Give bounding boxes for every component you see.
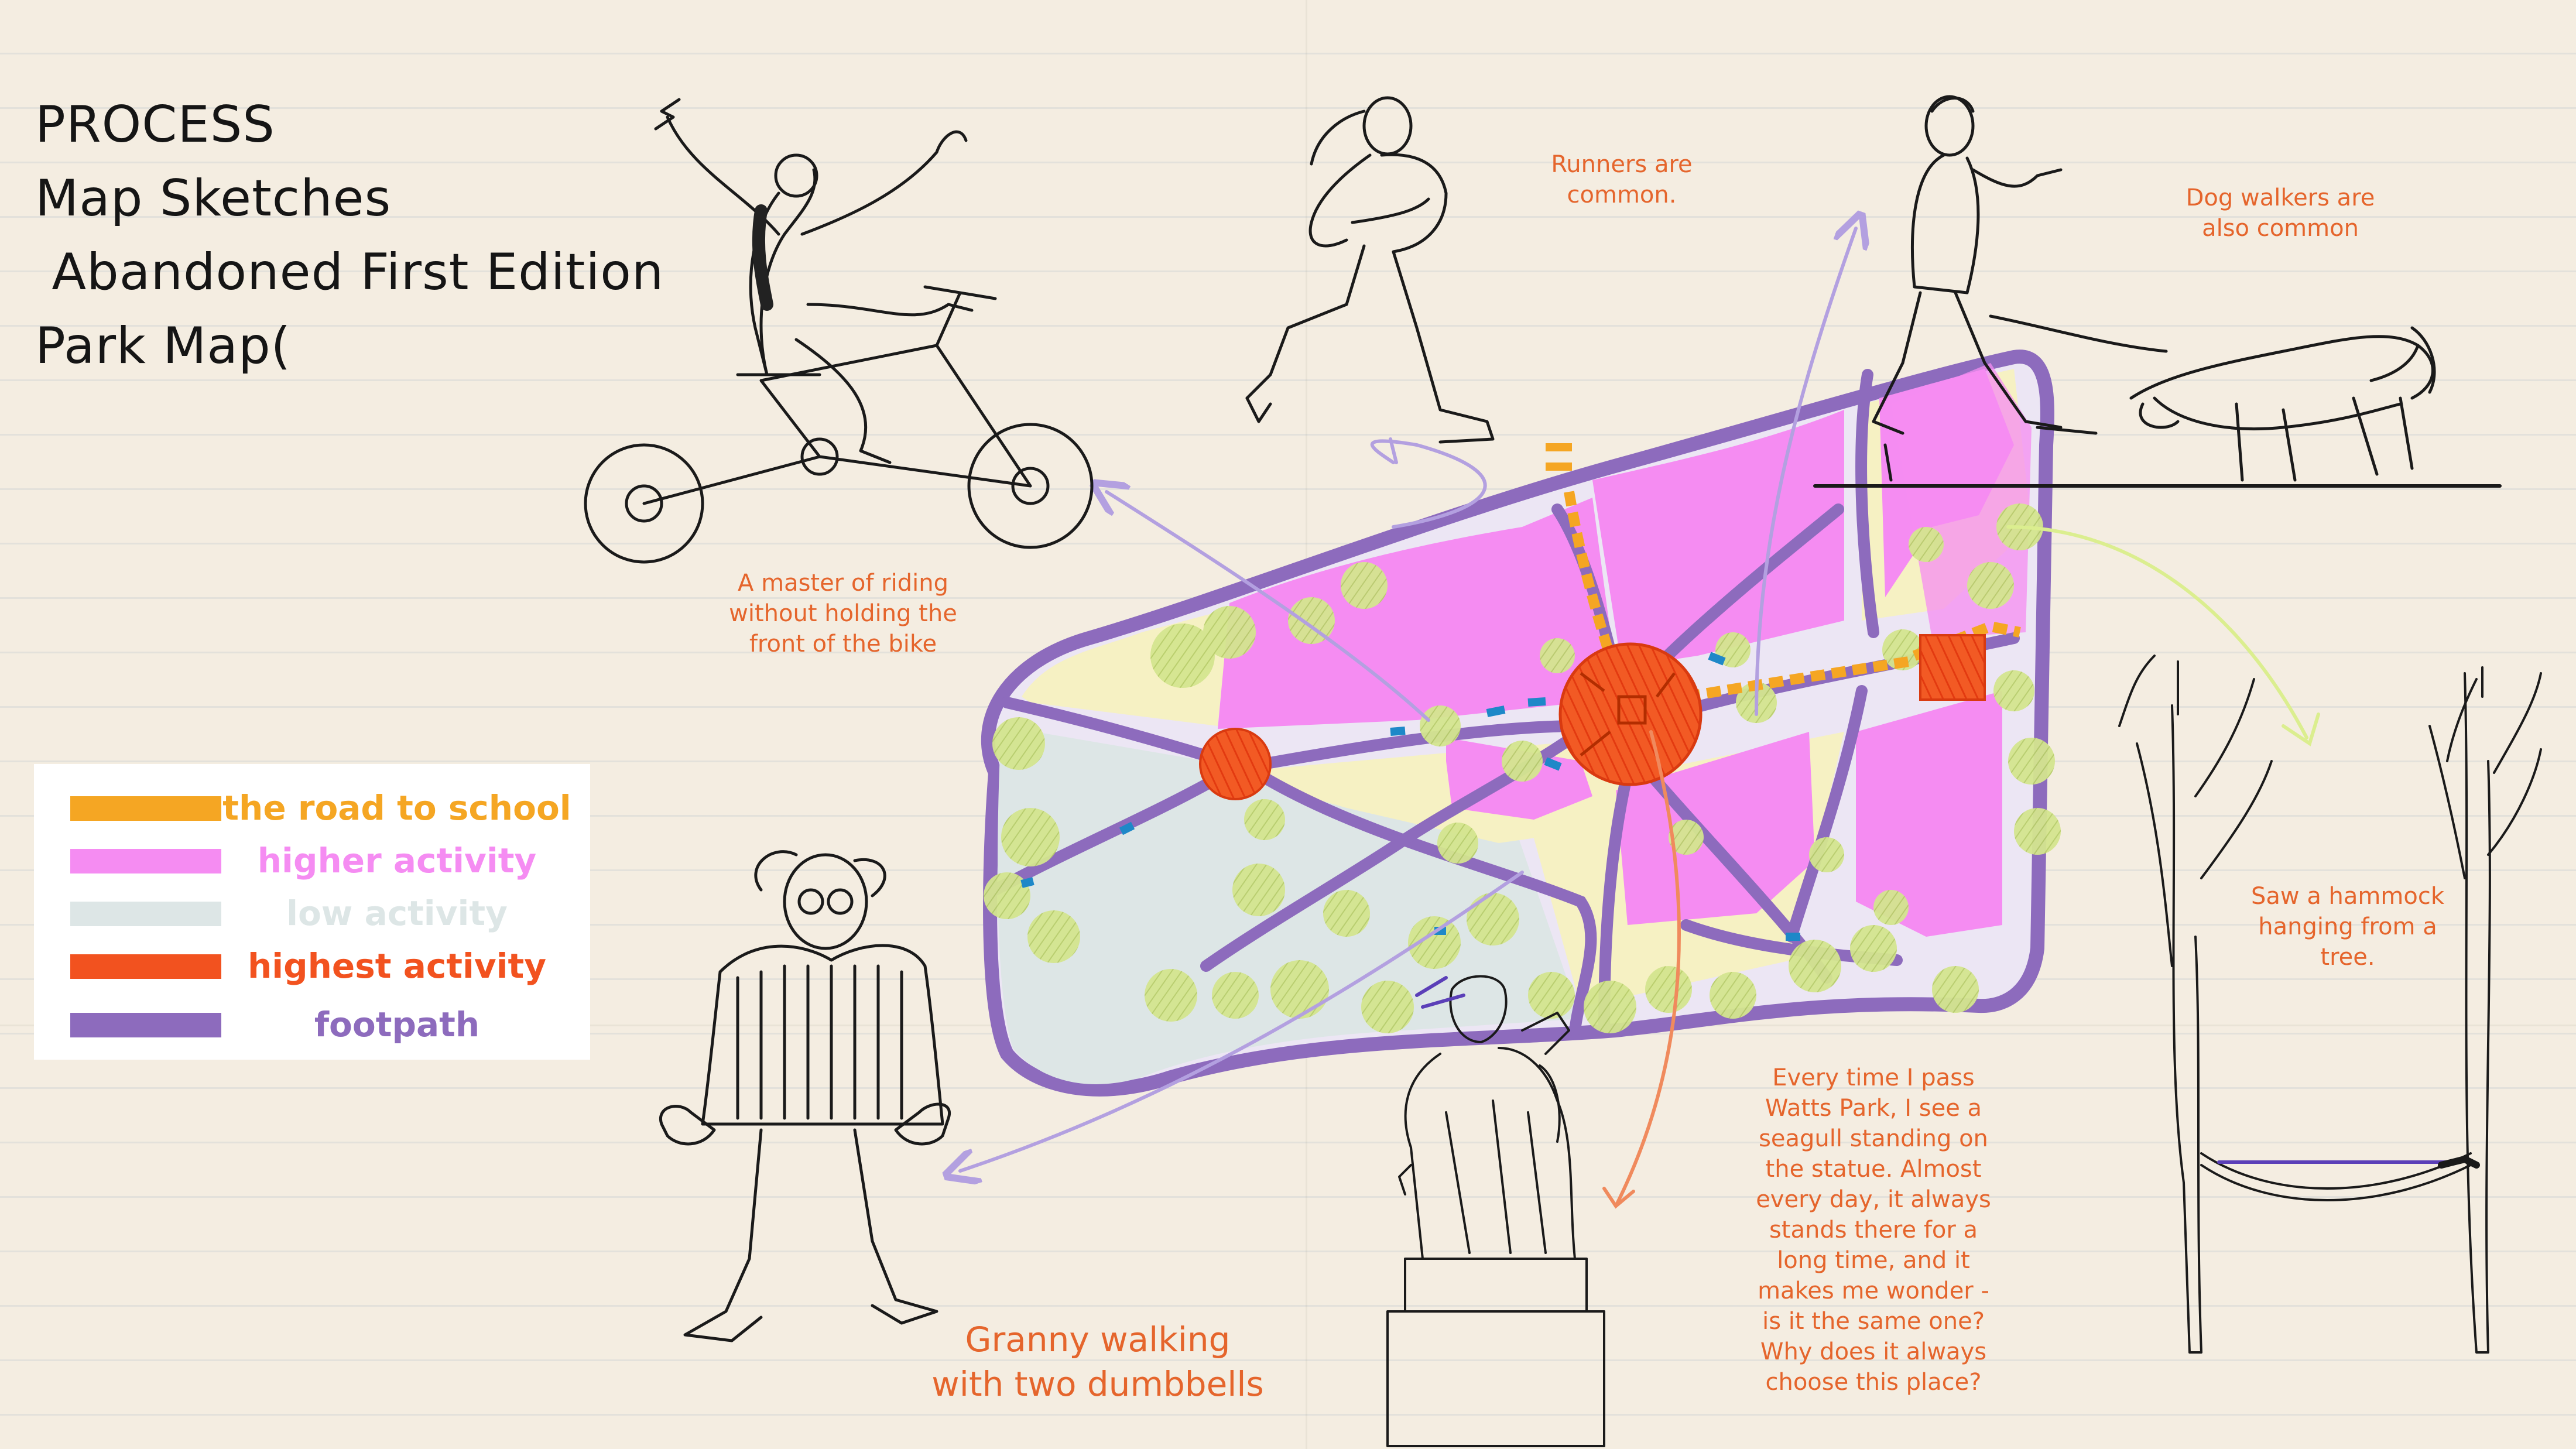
statue-sketch (1386, 975, 1605, 1447)
legend-label-road-to-school: the road to school (222, 788, 571, 828)
legend-row-road-to-school: the road to school (34, 782, 590, 834)
legend-row-higher-activity: higher activity (34, 834, 590, 887)
legend-label-footpath: footpath (314, 1005, 480, 1044)
road-to-school-start (1546, 443, 1572, 471)
page-title: PROCESS Map Sketches Abandoned First Edi… (35, 88, 664, 383)
map-legend: the road to school higher activity low a… (34, 764, 590, 1060)
runner-sketch (1245, 96, 1495, 444)
annotation-granny: Granny walking with two dumbbells (931, 1320, 1264, 1404)
higher-activity-zone-e (1616, 732, 1815, 925)
annotation-hammock: Saw a hammock hanging from a tree. (2251, 883, 2444, 971)
annotation-seagull: Every time I pass Watts Park, I see a se… (1756, 1064, 1991, 1396)
higher-activity-zone-a (1218, 498, 1616, 729)
hotspot-west (1199, 728, 1272, 800)
legend-swatch-low-activity (70, 902, 221, 926)
legend-label-low-activity: low activity (286, 893, 508, 933)
legend-label-higher-activity: higher activity (257, 841, 537, 881)
title-line-1: PROCESS (35, 95, 275, 154)
title-line-4: Park Map( (35, 317, 292, 375)
higher-activity-zone-f (1856, 691, 2002, 937)
annotation-bike: A master of riding without holding the f… (729, 570, 957, 657)
hotspot-east (1919, 634, 1986, 701)
legend-row-highest-activity: highest activity (34, 940, 590, 992)
dog-walker-sketch (1813, 95, 2502, 488)
annotation-dogs: Dog walkers are also common (2186, 184, 2375, 242)
granny-sketch (659, 850, 951, 1342)
hammock-trees-sketch (2118, 655, 2542, 1354)
legend-swatch-highest-activity (70, 954, 221, 979)
cyclist-sketch (584, 98, 1094, 564)
legend-swatch-higher-activity (70, 849, 221, 873)
title-line-3: Abandoned First Edition (35, 243, 664, 302)
park-map (981, 350, 2061, 1097)
title-line-2: Map Sketches (35, 169, 392, 228)
legend-swatch-footpath (70, 1013, 221, 1037)
hotspot-central (1558, 642, 1703, 786)
annotation-arrows (960, 228, 2320, 1209)
legend-row-footpath: footpath (34, 998, 590, 1051)
legend-label-highest-activity: highest activity (247, 946, 547, 986)
legend-swatch-road-to-school (70, 796, 221, 821)
hotspot-detail (1580, 672, 1676, 756)
annotation-runners: Runners are common. (1551, 151, 1693, 208)
legend-row-low-activity: low activity (34, 887, 590, 940)
